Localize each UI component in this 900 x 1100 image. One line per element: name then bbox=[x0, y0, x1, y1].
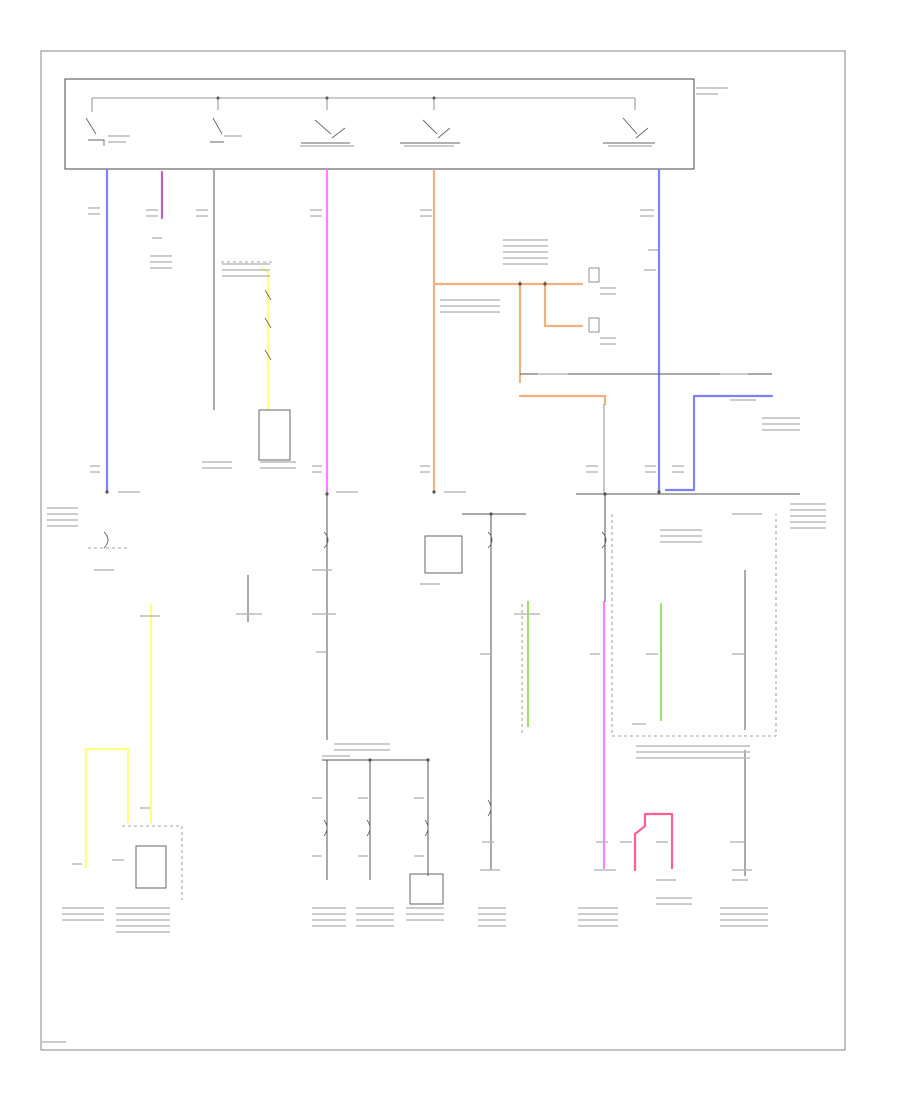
fuse-symbols bbox=[103, 289, 607, 837]
dashed-enclosures bbox=[88, 261, 777, 900]
wire-green bbox=[526, 600, 663, 728]
illegible-label-marks bbox=[42, 87, 826, 1043]
wire-pink bbox=[633, 812, 674, 872]
wire-blue-right bbox=[657, 168, 774, 494]
component-boxes bbox=[135, 267, 600, 905]
wire-yellow bbox=[84, 266, 270, 869]
junction-dots bbox=[105, 282, 661, 762]
switch-contacts bbox=[85, 117, 655, 146]
black-wiring bbox=[213, 170, 800, 880]
ignition-switch bbox=[64, 78, 695, 170]
wire-orange-branches bbox=[432, 280, 607, 406]
diagram-frame bbox=[40, 50, 846, 1051]
